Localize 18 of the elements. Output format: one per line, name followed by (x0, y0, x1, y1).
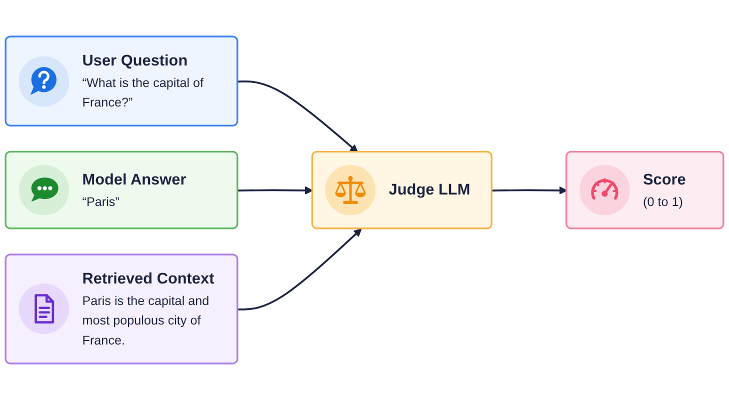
node-title: Score (643, 171, 686, 188)
node-text: Paris is the capital and most populous city of France. (82, 294, 210, 348)
process-card (566, 151, 724, 230)
node-title: User Question (82, 52, 188, 70)
node-text: (0 to 1) (643, 194, 683, 209)
process-card (311, 151, 492, 230)
arrow (238, 228, 362, 310)
node-text: “Paris” (82, 194, 120, 209)
process-card (4, 151, 238, 230)
node-title: Model Answer (82, 171, 186, 188)
arrow (492, 186, 568, 195)
arrow (238, 80, 358, 153)
node-title: Retrieved Context (82, 270, 214, 288)
process-card (4, 254, 238, 364)
node-title: Judge LLM (388, 181, 470, 198)
arrow (238, 186, 313, 195)
process-card (4, 36, 238, 126)
node-text: “What is the capital of France?” (82, 76, 204, 110)
